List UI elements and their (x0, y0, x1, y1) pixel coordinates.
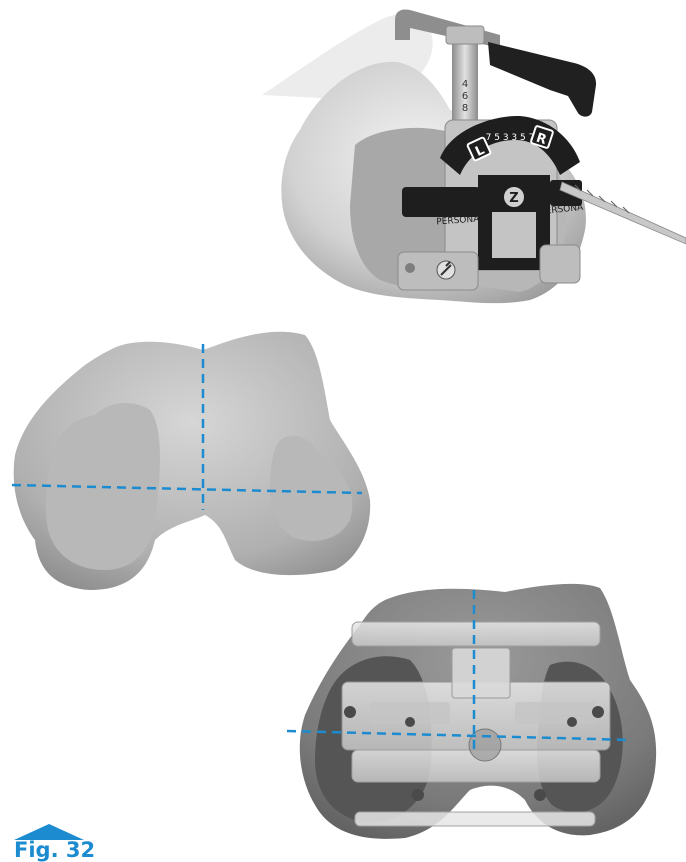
pin-hole-5 (412, 789, 424, 801)
guide-bottom-bar (355, 812, 595, 826)
pin-hole-3 (567, 717, 577, 727)
figure-label: Fig. 32 (14, 840, 95, 861)
degree-marks: 7 5 3 3 5 7 (486, 133, 535, 143)
stylus-scale-6: 6 (462, 91, 468, 102)
stylus-scale-4: 4 (462, 79, 468, 90)
stylus-scale-8: 8 (462, 103, 468, 114)
logo-letter: Z (509, 191, 518, 206)
pin-hole-4 (592, 706, 604, 718)
stylus-tip (488, 42, 596, 117)
femur-with-block-view (287, 584, 656, 839)
guide-slot-right (515, 702, 595, 724)
pin-hole-left (405, 263, 415, 273)
pin-hole-6 (534, 789, 546, 801)
distal-femur-end-view (12, 332, 370, 590)
stylus-scale: 4 6 8 (462, 79, 468, 114)
left-paddle (402, 187, 480, 217)
femur-with-guide-illustration: 4 6 8 L R 7 5 3 3 5 7 Z PERSONA PERSONA (262, 9, 686, 303)
guide-top-bar (352, 622, 600, 646)
guide-center-post (452, 648, 510, 698)
pin-hole-1 (344, 706, 356, 718)
guide-foot-right (540, 245, 580, 283)
pin-hole-2 (405, 717, 415, 727)
stylus-collar (446, 26, 484, 44)
